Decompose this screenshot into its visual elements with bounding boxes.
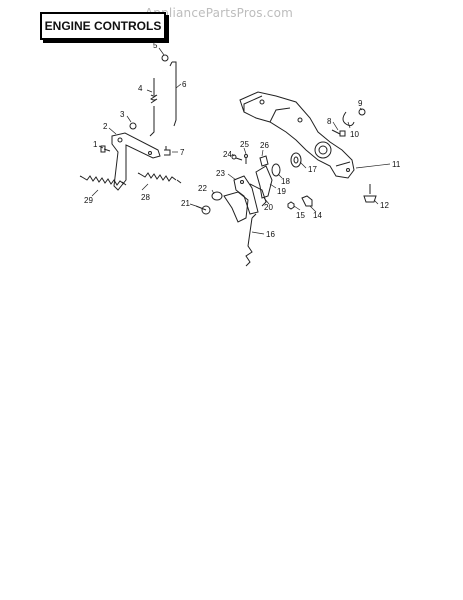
part-5-nut [161,54,169,62]
part-24-screw [231,154,243,161]
part-1-screw [100,145,111,153]
part-3-washer [129,122,137,130]
part-9-nut [358,108,366,116]
part-2-lever [111,132,161,191]
part-18-washer [271,163,281,177]
part-23-lever [233,175,259,215]
callout-7: 7 [180,148,185,157]
callout-8: 8 [327,117,332,126]
part-11-bracket [239,91,355,179]
callout-9: 9 [358,99,363,108]
part-21-screw [195,205,211,215]
part-29-spring [79,175,127,186]
callout-3: 3 [120,110,125,119]
part-4-spring-rod [149,78,158,137]
part-16-rod [245,213,257,267]
callout-17: 17 [308,165,317,174]
title-box: ENGINE CONTROLS [40,12,166,40]
leader-lines [91,47,391,235]
watermark: AppliancePartsPros.com [144,6,293,20]
part-12-bolt [363,184,377,203]
callout-1: 1 [93,140,98,149]
callout-29: 29 [84,196,93,205]
callout-26: 26 [260,141,269,150]
part-6-rod [169,61,177,127]
callout-24: 24 [223,150,232,159]
callout-20: 20 [264,203,273,212]
callout-25: 25 [240,140,249,149]
callout-28: 28 [141,193,150,202]
part-28-spring [137,172,182,184]
callout-12: 12 [380,201,389,210]
part-14-nut [301,195,313,207]
callout-6: 6 [182,80,187,89]
callout-10: 10 [350,130,359,139]
callout-16: 16 [266,230,275,239]
part-10-clip [342,111,355,127]
callout-2: 2 [103,122,108,131]
callout-15: 15 [296,211,305,220]
callout-4: 4 [138,84,143,93]
callout-5: 5 [153,41,158,50]
part-15-nut [287,201,295,210]
callout-22: 22 [198,184,207,193]
part-25-pin [244,154,248,164]
callout-14: 14 [313,211,322,220]
diagram-title: ENGINE CONTROLS [44,19,162,33]
callout-18: 18 [281,177,290,186]
part-19-lever [255,165,273,199]
callout-11: 11 [392,160,401,169]
callout-23: 23 [216,169,225,178]
part-7-clip [164,146,171,156]
part-20-lever [223,183,267,223]
part-26-bushing [259,155,269,167]
part-22-washer [211,191,223,201]
part-17-washer [290,152,302,168]
part-8-screw [331,129,346,137]
callout-19: 19 [277,187,286,196]
callout-21: 21 [181,199,190,208]
